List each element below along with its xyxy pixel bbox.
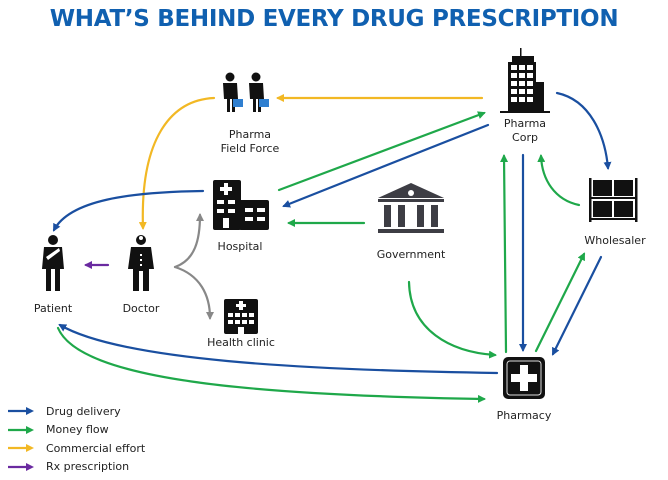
legend-label: Money flow xyxy=(46,423,109,437)
government-building-icon xyxy=(378,183,444,233)
arrow-fieldforce-to-doctor xyxy=(138,96,216,230)
arrow-wholesaler-to-corp xyxy=(537,154,581,207)
legend-item-money-flow: Money flow xyxy=(8,421,145,440)
arrow-patient-to-pharmacy xyxy=(56,326,486,403)
pharma-field-force-label-line1: Pharma xyxy=(228,128,272,141)
legend-item-commercial-effort: Commercial effort xyxy=(8,439,145,458)
health-clinic-label: Health clinic xyxy=(207,336,275,349)
purple-arrow-icon xyxy=(8,462,34,471)
patient-icon xyxy=(42,235,64,291)
page-title: WHAT’S BEHIND EVERY DRUG PRESCRIPTION xyxy=(49,6,619,32)
pharma-corp-label-line2: Corp xyxy=(512,131,538,144)
pharmacy-label: Pharmacy xyxy=(496,409,552,422)
arrow-government-to-pharmacy xyxy=(407,280,497,359)
arrow-corp-to-wholesaler xyxy=(555,91,612,170)
arrow-pharmacy-to-corp xyxy=(500,154,509,354)
legend-label: Commercial effort xyxy=(46,441,146,455)
arrow-pharmacy-to-wholesaler xyxy=(534,252,586,353)
salesmen-icon xyxy=(223,72,269,112)
legend-label: Rx prescription xyxy=(46,460,130,474)
arrow-pharmacy-to-patient xyxy=(58,323,499,375)
legend-label: Drug delivery xyxy=(46,404,121,418)
patient-label: Patient xyxy=(33,302,73,315)
hospital-icon xyxy=(213,180,269,230)
pharma-field-force-label: Pharma Field Force xyxy=(205,128,295,156)
legend-item-drug-delivery: Drug delivery xyxy=(8,402,145,421)
arrow-hospital-to-patient xyxy=(52,189,205,232)
legend-item-rx-prescription: Rx prescription xyxy=(8,458,145,477)
government-label: Government xyxy=(376,248,446,261)
yellow-arrow-icon xyxy=(8,444,34,453)
arrow-wholesaler-to-pharmacy xyxy=(551,255,603,356)
wholesaler-label: Wholesaler xyxy=(584,234,646,247)
arrow-doctor-to-clinic xyxy=(173,265,214,320)
pharma-corp-label: Pharma Corp xyxy=(490,117,560,145)
doctor-icon xyxy=(128,235,154,291)
pharma-field-force-label-line2: Field Force xyxy=(220,142,280,155)
hospital-label: Hospital xyxy=(217,240,263,253)
doctor-label: Doctor xyxy=(122,302,160,315)
warehouse-shelf-icon xyxy=(589,178,638,222)
pharma-corp-label-line1: Pharma xyxy=(503,117,547,130)
clinic-icon xyxy=(224,299,258,334)
skyscraper-icon xyxy=(500,48,550,113)
arrow-hospital-to-corp xyxy=(277,111,486,192)
legend: Drug delivery Money flow Commercial effo… xyxy=(8,402,145,476)
arrow-corp-to-hospital xyxy=(282,123,490,208)
pharmacy-cross-icon xyxy=(503,357,545,399)
arrow-doctor-to-hospital xyxy=(173,213,204,269)
green-arrow-icon xyxy=(8,425,34,434)
blue-arrow-icon xyxy=(8,407,34,416)
